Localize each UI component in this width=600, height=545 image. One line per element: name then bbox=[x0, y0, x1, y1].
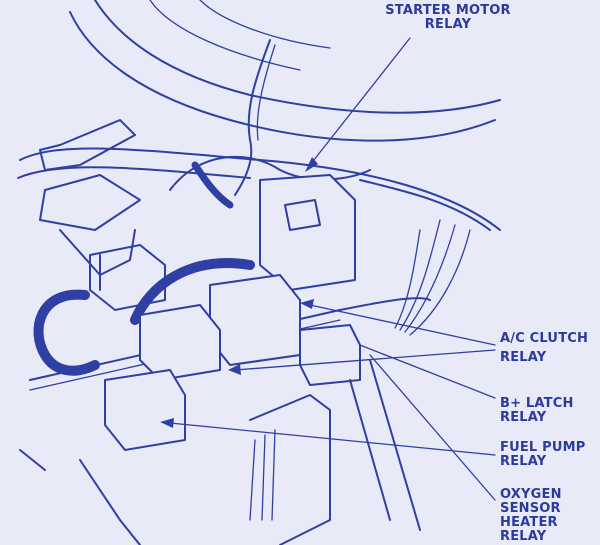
label-ac-clutch-relay: A/C CLUTCH RELAY bbox=[500, 332, 588, 365]
label-oxy-line3: HEATER bbox=[500, 515, 558, 530]
label-starter-line1: STARTER MOTOR bbox=[385, 3, 511, 18]
label-ac-line1: A/C CLUTCH bbox=[500, 331, 589, 346]
wire-harness bbox=[359, 179, 491, 336]
label-bplus-latch-relay: B+ LATCH RELAY bbox=[500, 397, 574, 425]
label-oxy-line2: SENSOR bbox=[500, 501, 561, 516]
label-fuel-pump-relay: FUEL PUMP RELAY bbox=[500, 441, 585, 469]
label-starter-line2: RELAY bbox=[424, 17, 472, 32]
leader-ac-secondary bbox=[234, 349, 496, 371]
leader-oxygen-sensor-heater-relay bbox=[369, 354, 496, 501]
leader-bplus-latch-relay bbox=[359, 344, 496, 399]
label-fuel-line1: FUEL PUMP bbox=[500, 440, 586, 455]
label-oxy-line1: OXYGEN bbox=[500, 487, 562, 502]
label-starter-motor-relay: STARTER MOTOR RELAY bbox=[378, 4, 518, 32]
leader-lines bbox=[160, 37, 496, 501]
label-oxygen-sensor-heater-relay: OXYGEN SENSOR HEATER RELAY bbox=[500, 488, 562, 544]
lower-housing bbox=[19, 359, 421, 545]
leader-starter-motor-relay bbox=[309, 37, 411, 166]
label-fuel-line2: RELAY bbox=[500, 454, 547, 469]
label-oxy-line4: RELAY bbox=[500, 529, 547, 544]
leader-ac-clutch-relay bbox=[309, 304, 496, 346]
relay-blocks bbox=[104, 174, 361, 451]
label-bplus-line1: B+ LATCH bbox=[500, 396, 574, 411]
left-bracket bbox=[39, 119, 166, 311]
label-bplus-line2: RELAY bbox=[500, 410, 547, 425]
label-ac-line2: RELAY bbox=[500, 350, 547, 365]
leader-fuel-pump-relay bbox=[169, 422, 496, 456]
